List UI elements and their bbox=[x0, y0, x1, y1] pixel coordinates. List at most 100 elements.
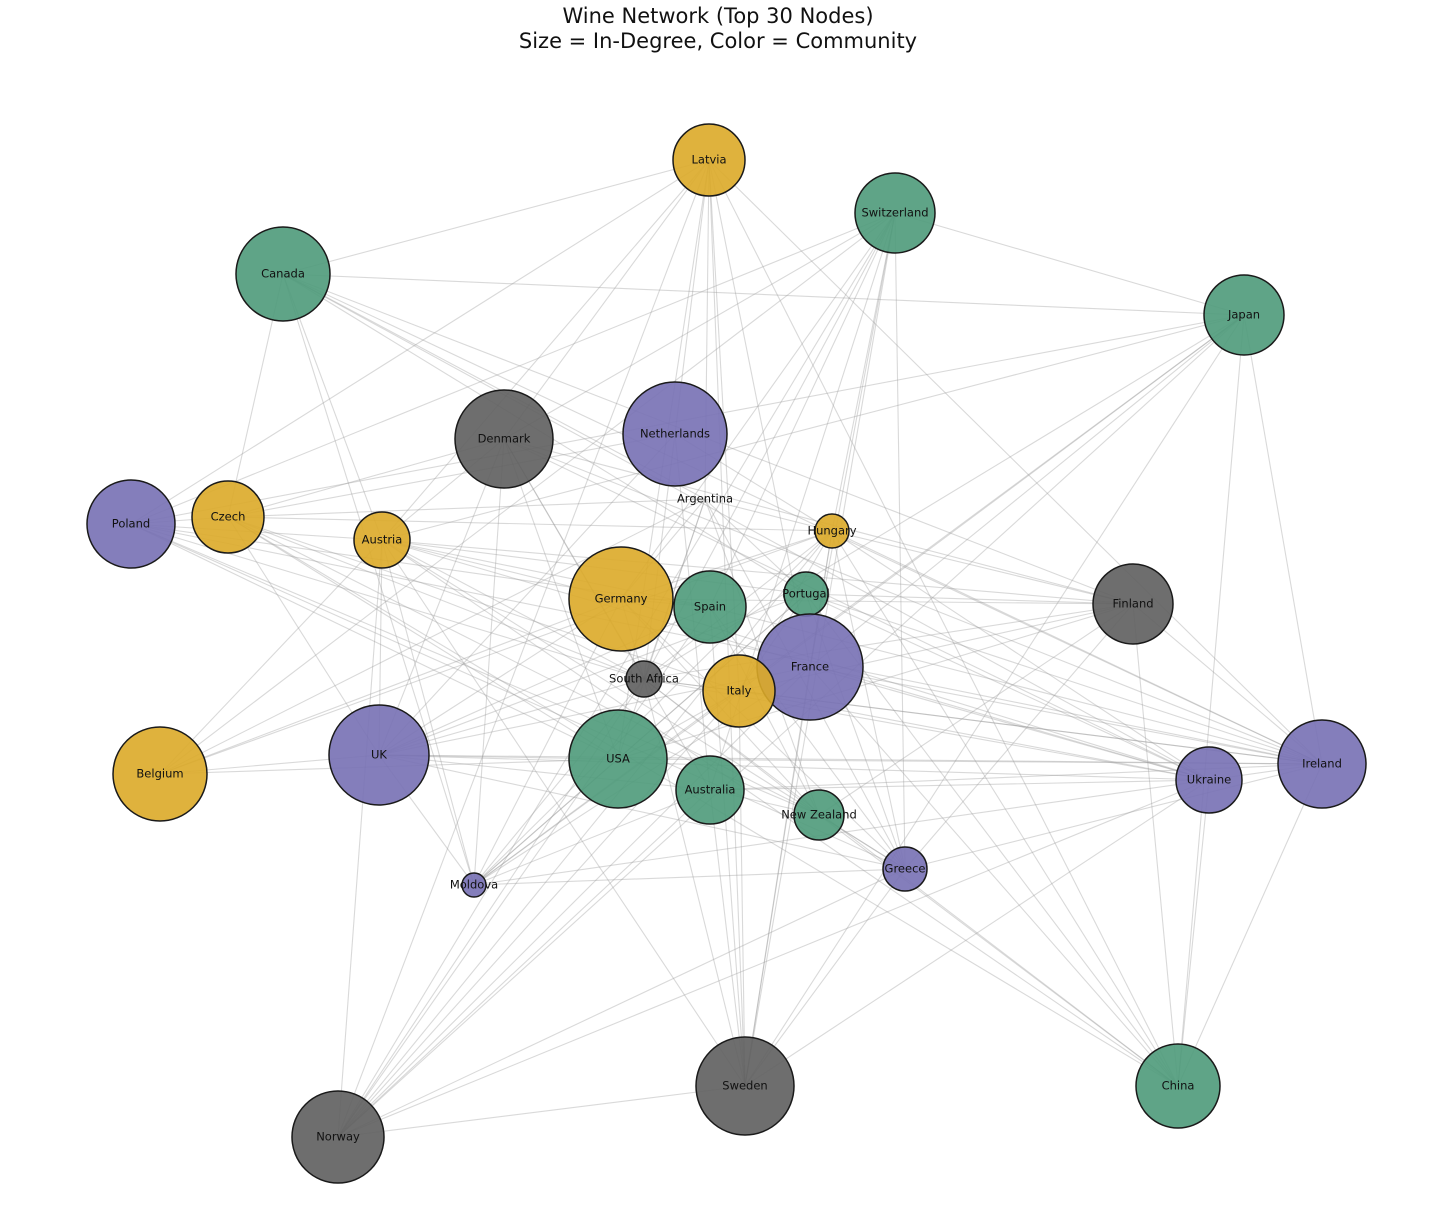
node-poland: Poland bbox=[86, 479, 176, 569]
network-edge bbox=[381, 314, 1245, 541]
node-label-japan: Japan bbox=[1227, 308, 1260, 322]
node-ireland: Ireland bbox=[1277, 719, 1367, 809]
node-circle-germany bbox=[568, 546, 674, 652]
network-edge bbox=[831, 530, 1179, 1087]
node-circle-latvia bbox=[672, 123, 746, 197]
network-edge bbox=[809, 666, 1210, 781]
network-edge bbox=[130, 523, 1323, 765]
node-label-germany: Germany bbox=[595, 592, 648, 606]
network-edge bbox=[378, 438, 505, 756]
network-edge bbox=[227, 516, 645, 680]
network-edge bbox=[227, 433, 676, 518]
node-label-china: China bbox=[1162, 1079, 1195, 1093]
network-edge bbox=[1177, 314, 1245, 1087]
network-edge bbox=[708, 159, 1323, 765]
network-edge bbox=[227, 516, 619, 760]
node-ukraine: Ukraine bbox=[1175, 746, 1243, 814]
node-circle-spain bbox=[673, 570, 747, 644]
network-edge bbox=[282, 273, 1210, 781]
network-edge bbox=[503, 438, 1323, 765]
network-edge bbox=[227, 516, 833, 532]
network-edge bbox=[227, 516, 740, 692]
node-circle-hungary bbox=[814, 513, 850, 549]
network-edge bbox=[831, 212, 896, 532]
node-circle-china bbox=[1135, 1043, 1221, 1129]
network-edge bbox=[643, 498, 706, 680]
network-edge bbox=[282, 273, 1245, 316]
network-edge bbox=[894, 212, 1245, 316]
network-edge bbox=[704, 498, 807, 595]
node-label-norway: Norway bbox=[316, 1130, 360, 1144]
node-circle-netherlands bbox=[622, 381, 728, 487]
network-edge bbox=[1177, 779, 1210, 1087]
network-edge bbox=[337, 212, 896, 1138]
network-edge bbox=[337, 666, 811, 1138]
node-label-spain: Spain bbox=[694, 600, 726, 614]
node-label-uk: UK bbox=[371, 748, 387, 762]
network-edge bbox=[159, 598, 622, 775]
network-edge bbox=[473, 779, 1210, 886]
node-hungary: Hungary bbox=[807, 513, 857, 549]
node-austria: Austria bbox=[353, 511, 411, 569]
network-edge bbox=[378, 754, 1323, 765]
network-edge bbox=[744, 314, 1245, 1087]
node-netherlands: Netherlands bbox=[622, 381, 728, 487]
network-edge bbox=[282, 273, 1323, 765]
network-edge bbox=[1243, 314, 1323, 765]
node-usa: USA bbox=[568, 709, 668, 809]
network-edge bbox=[805, 593, 1134, 605]
network-edge bbox=[809, 666, 1179, 1087]
node-italy: Italy bbox=[702, 654, 776, 728]
node-china: China bbox=[1135, 1043, 1221, 1129]
network-edge bbox=[378, 754, 906, 870]
network-edge bbox=[709, 779, 1210, 791]
network-edge bbox=[620, 212, 896, 600]
node-label-france: France bbox=[791, 660, 829, 674]
node-spain: Spain bbox=[673, 570, 747, 644]
network-edge bbox=[831, 530, 906, 870]
network-edge bbox=[282, 273, 475, 886]
node-label-south-africa: South Africa bbox=[609, 672, 679, 686]
node-greece: Greece bbox=[882, 846, 928, 892]
network-edge bbox=[805, 593, 1179, 1087]
network-edge bbox=[704, 498, 833, 532]
chart-subtitle: Size = In-Degree, Color = Community bbox=[518, 29, 918, 53]
network-edge bbox=[378, 754, 1210, 781]
node-norway: Norway bbox=[291, 1090, 385, 1184]
network-edge bbox=[381, 539, 645, 680]
network-edge bbox=[894, 212, 906, 870]
node-circle-south-africa bbox=[625, 660, 663, 698]
network-edge bbox=[337, 690, 740, 1138]
network-edge bbox=[227, 498, 706, 518]
network-edge bbox=[831, 530, 1323, 765]
node-denmark: Denmark bbox=[454, 389, 554, 489]
node-label-new-zealand: New Zealand bbox=[781, 808, 857, 822]
node-portugal: Portugal bbox=[782, 571, 830, 617]
node-circle-italy bbox=[702, 654, 776, 728]
node-label-sweden: Sweden bbox=[722, 1079, 767, 1093]
network-edge bbox=[1132, 603, 1179, 1087]
node-germany: Germany bbox=[568, 546, 674, 652]
network-edge bbox=[744, 666, 811, 1087]
network-edge bbox=[831, 530, 1210, 781]
node-japan: Japan bbox=[1203, 274, 1285, 356]
node-circle-austria bbox=[353, 511, 411, 569]
network-edge bbox=[1177, 763, 1323, 1087]
network-edge bbox=[818, 603, 1134, 816]
network-edge bbox=[337, 314, 1245, 1138]
network-edge bbox=[473, 868, 906, 886]
network-edge bbox=[130, 159, 710, 525]
network-edge bbox=[381, 159, 710, 541]
node-canada: Canada bbox=[235, 226, 331, 322]
network-edge bbox=[617, 603, 1134, 760]
node-moldova: Moldova bbox=[450, 872, 498, 898]
network-edge bbox=[381, 539, 1179, 1087]
node-latvia: Latvia bbox=[672, 123, 746, 197]
node-finland: Finland bbox=[1092, 563, 1174, 645]
node-label-denmark: Denmark bbox=[478, 432, 531, 446]
node-label-switzerland: Switzerland bbox=[861, 206, 928, 220]
network-edge bbox=[337, 159, 710, 1138]
node-circle-moldova bbox=[461, 872, 487, 898]
network-edge bbox=[381, 539, 475, 886]
network-edge bbox=[159, 212, 896, 775]
